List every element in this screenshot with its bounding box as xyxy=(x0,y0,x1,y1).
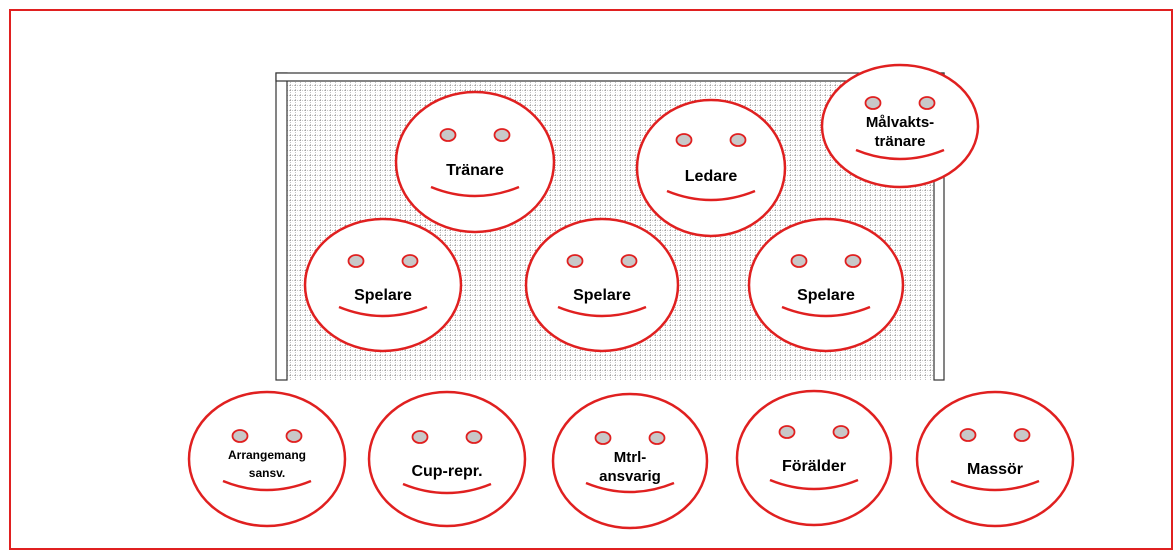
left-eye xyxy=(441,129,456,141)
left-eye xyxy=(961,429,976,441)
face-label: Massör xyxy=(967,461,1023,478)
goal-left-post xyxy=(276,73,287,380)
goal-crossbar xyxy=(276,73,944,81)
face-foralder: Förälder xyxy=(737,391,891,525)
left-eye xyxy=(866,97,881,109)
right-eye xyxy=(1015,429,1030,441)
left-eye xyxy=(677,134,692,146)
right-eye xyxy=(622,255,637,267)
face-tranare: Tränare xyxy=(396,92,554,232)
right-eye xyxy=(467,431,482,443)
face-label: Spelare xyxy=(354,287,412,304)
face-label: Mtrl- xyxy=(614,449,647,466)
left-eye xyxy=(568,255,583,267)
face-spelare-2: Spelare xyxy=(526,219,678,351)
face-outline xyxy=(749,219,903,351)
face-label: Tränare xyxy=(446,162,504,179)
right-eye xyxy=(650,432,665,444)
face-label: ansvarig xyxy=(599,468,661,485)
face-outline xyxy=(369,392,525,526)
face-outline xyxy=(305,219,461,351)
right-eye xyxy=(731,134,746,146)
face-label: tränare xyxy=(875,133,926,150)
left-eye xyxy=(596,432,611,444)
left-eye xyxy=(780,426,795,438)
face-label: Spelare xyxy=(573,287,631,304)
face-outline xyxy=(526,219,678,351)
left-eye xyxy=(349,255,364,267)
face-spelare-1: Spelare xyxy=(305,219,461,351)
face-label: Målvakts- xyxy=(866,114,934,131)
left-eye xyxy=(233,430,248,442)
right-eye xyxy=(846,255,861,267)
right-eye xyxy=(403,255,418,267)
face-label: Arrangemang xyxy=(228,448,306,462)
face-cup: Cup-repr. xyxy=(369,392,525,526)
face-spelare-3: Spelare xyxy=(749,219,903,351)
face-label: Spelare xyxy=(797,287,855,304)
right-eye xyxy=(495,129,510,141)
face-label: Ledare xyxy=(685,168,738,185)
face-mtrl: Mtrl-ansvarig xyxy=(553,394,707,528)
face-label: sansv. xyxy=(249,466,285,480)
right-eye xyxy=(834,426,849,438)
face-ledare: Ledare xyxy=(637,100,785,236)
face-outline xyxy=(917,392,1073,526)
face-label: Förälder xyxy=(782,458,846,475)
right-eye xyxy=(287,430,302,442)
face-malvakt: Målvakts-tränare xyxy=(822,65,978,187)
left-eye xyxy=(413,431,428,443)
face-arrangemang: Arrangemang sansv. xyxy=(189,392,345,526)
face-massor: Massör xyxy=(917,392,1073,526)
face-label: Cup-repr. xyxy=(411,463,482,480)
left-eye xyxy=(792,255,807,267)
right-eye xyxy=(920,97,935,109)
